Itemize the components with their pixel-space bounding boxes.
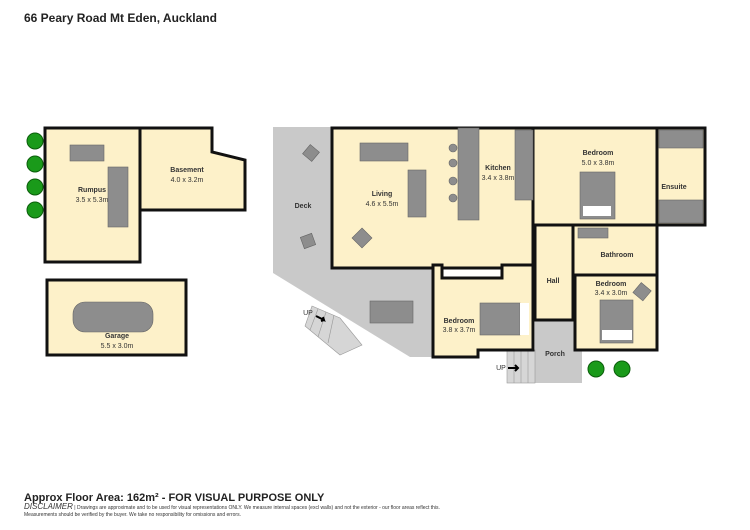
footer: Approx Floor Area: 162m² - FOR VISUAL PU… xyxy=(24,492,524,518)
disclaimer-text: | Drawings are approximate and to be use… xyxy=(74,505,440,511)
porch-label: Porch xyxy=(545,351,565,358)
bedroom-main-size: 5.0 x 3.8m xyxy=(582,160,615,167)
kitchen-size: 3.4 x 3.8m xyxy=(482,175,515,182)
deck-area xyxy=(273,127,442,357)
basement-room xyxy=(138,126,247,212)
property-address-title: 66 Peary Road Mt Eden, Auckland xyxy=(24,11,217,25)
up-arrow-icon xyxy=(315,315,326,322)
living-size: 4.6 x 5.5m xyxy=(366,201,399,208)
bathroom-label: Bathroom xyxy=(600,252,633,259)
hall-room xyxy=(533,223,575,322)
rumpus-size: 3.5 x 5.3m xyxy=(76,197,109,204)
disclaimer-label: DISCLAIMER xyxy=(24,502,73,511)
bedroom-west-label: Bedroom xyxy=(444,318,475,325)
garage-size: 5.5 x 3.0m xyxy=(101,343,134,350)
deck-stairs-up-label: UP xyxy=(303,310,313,317)
porch-stairs-up-label: UP xyxy=(496,365,506,372)
disclaimer: DISCLAIMER | Drawings are approximate an… xyxy=(24,502,524,518)
ensuite-label: Ensuite xyxy=(661,184,686,191)
garage-label: Garage xyxy=(105,333,129,340)
basement-size: 4.0 x 3.2m xyxy=(171,177,204,184)
porch-steps xyxy=(506,349,536,384)
furniture xyxy=(69,127,704,344)
floor-area-text: Approx Floor Area: 162m² - FOR VISUAL PU… xyxy=(24,492,325,504)
disclaimer-text-2: Measurements should be verified by the b… xyxy=(24,511,241,518)
hall-label: Hall xyxy=(547,278,560,285)
bedroom-east-size: 3.4 x 3.0m xyxy=(595,290,628,297)
rumpus-label: Rumpus xyxy=(78,187,106,194)
up-arrow-icon xyxy=(508,364,520,372)
living-label: Living xyxy=(372,191,393,198)
kitchen-label: Kitchen xyxy=(485,165,511,172)
deck-label: Deck xyxy=(295,203,312,210)
basement-label: Basement xyxy=(170,167,204,174)
bedroom-west-size: 3.8 x 3.7m xyxy=(443,327,476,334)
bedroom-main-label: Bedroom xyxy=(583,150,614,157)
tree-icons xyxy=(26,132,631,378)
bedroom-east-label: Bedroom xyxy=(596,281,627,288)
